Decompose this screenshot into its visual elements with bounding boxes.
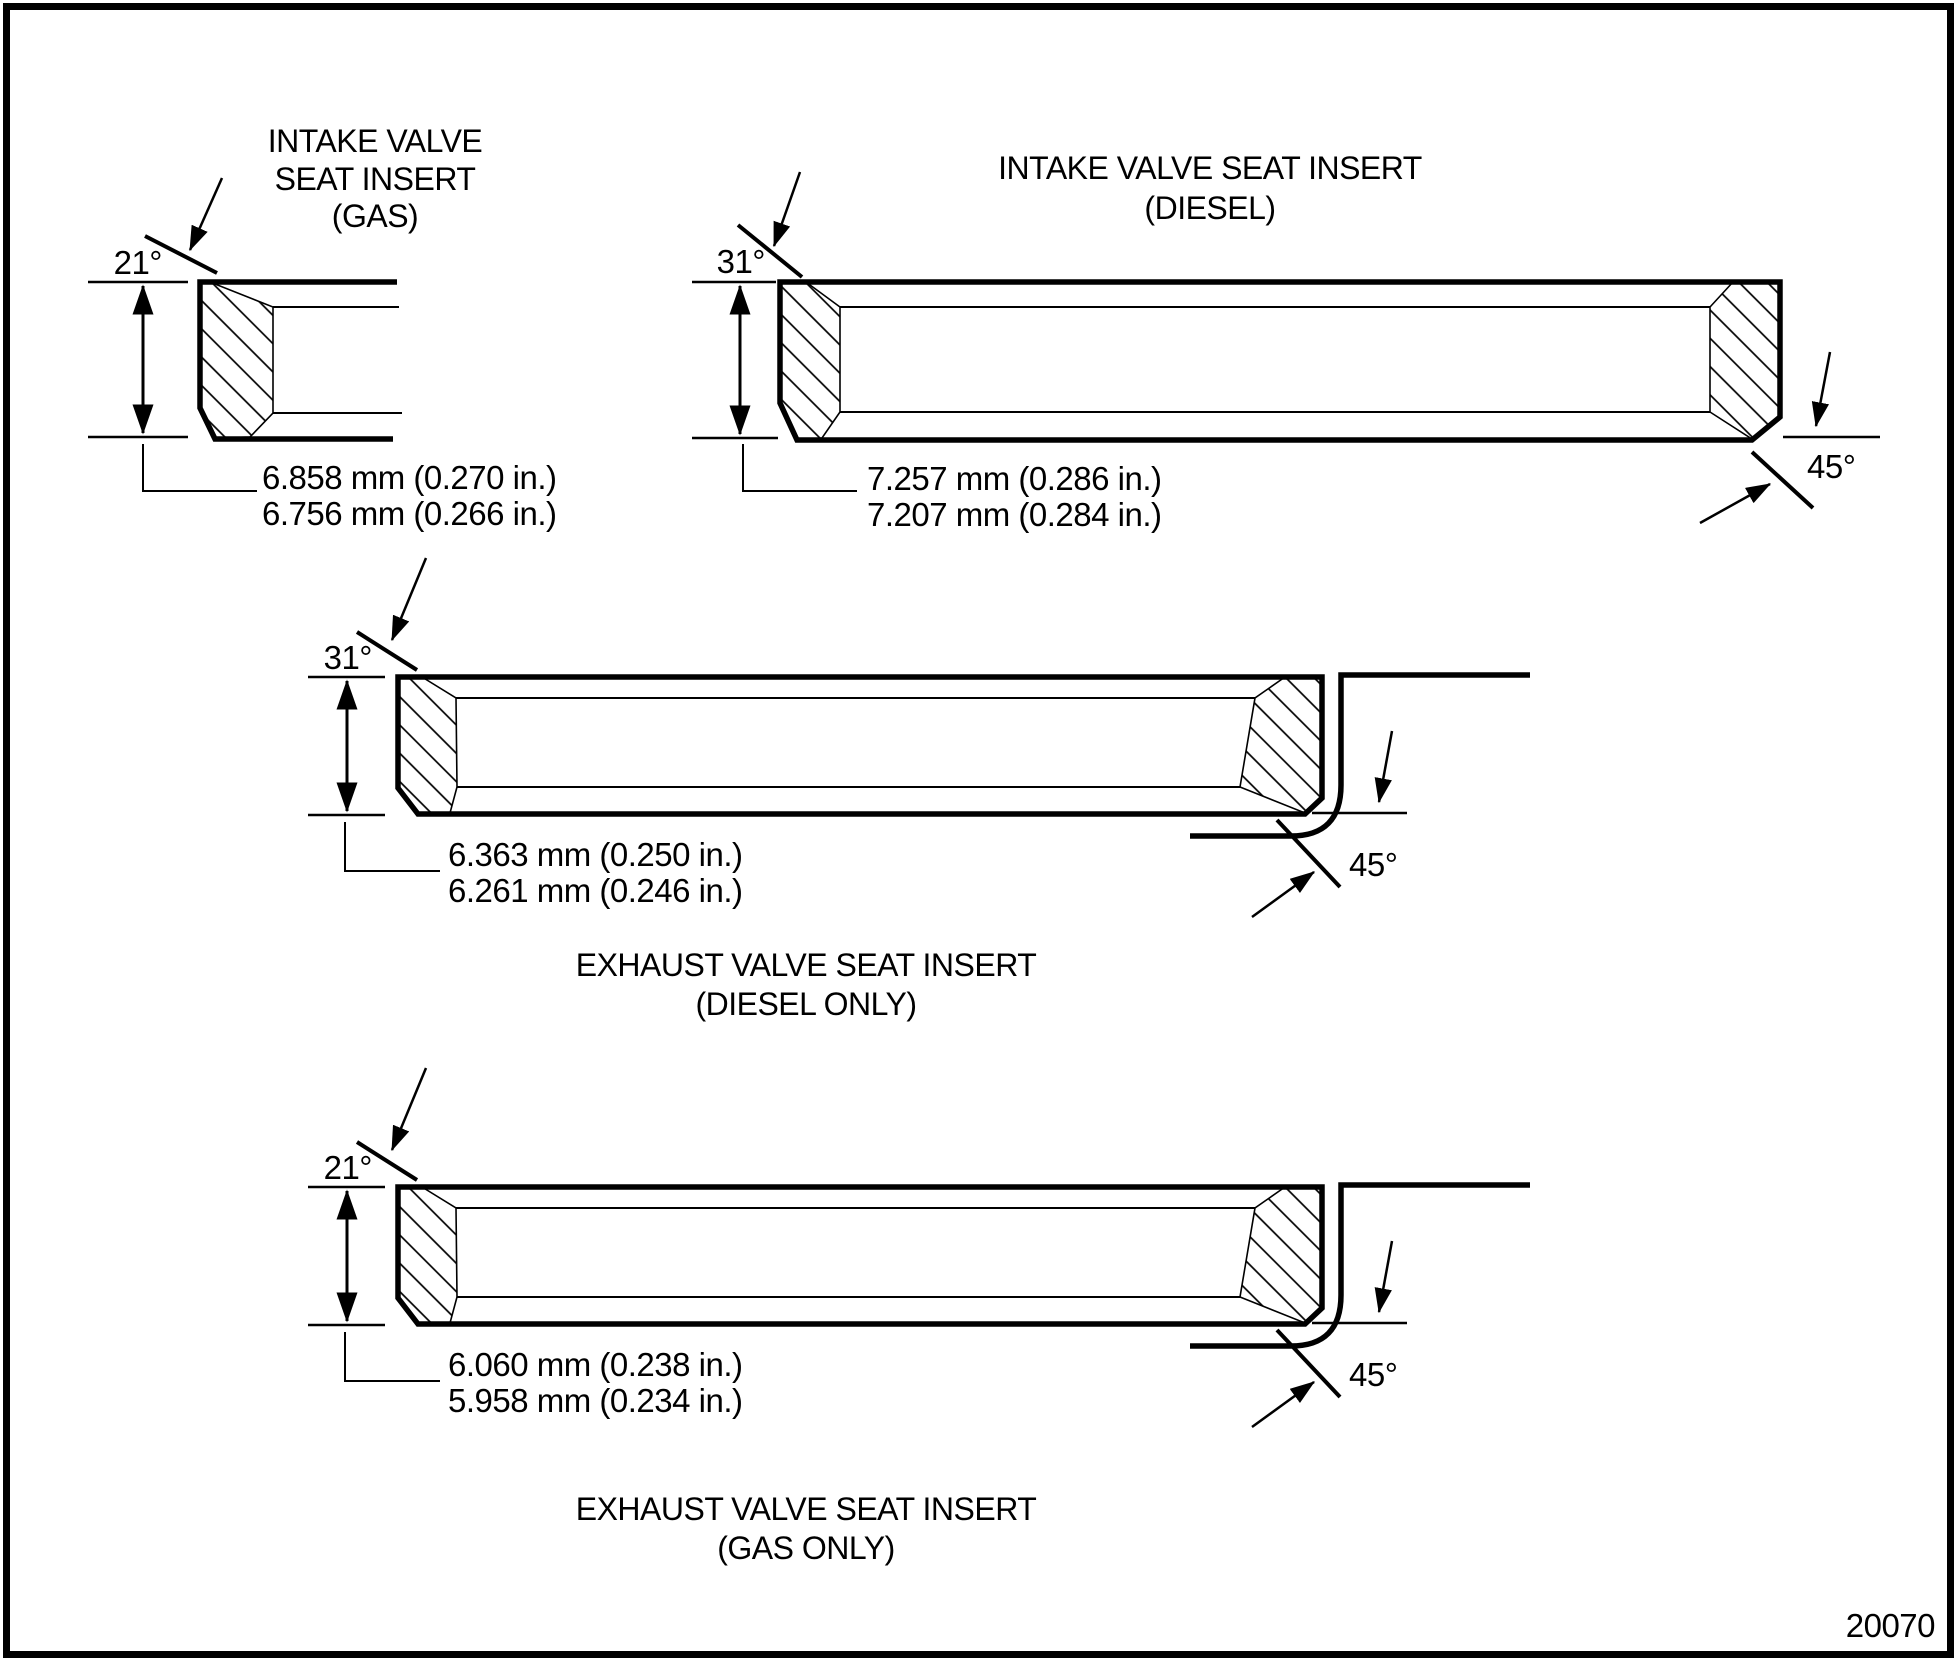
seat-angle-line (736, 223, 804, 279)
leader-line (344, 822, 440, 872)
figure-number: 20070 (1846, 1607, 1935, 1644)
depth-dimension-min: 6.756 mm (0.266 in.) (262, 495, 556, 532)
depth-dimension-min: 5.958 mm (0.234 in.) (448, 1382, 742, 1419)
seat-angle-label: 21° (324, 1149, 372, 1186)
hatched-cross-section (199, 281, 274, 439)
head-pocket-wall (1190, 672, 1530, 839)
seat-angle-arrow-icon (188, 177, 224, 252)
hatched-cross-section-right (1709, 281, 1781, 440)
diagram-diesel-exhaust-labels: EXHAUST VALVE SEAT INSERT (DIESEL ONLY) … (324, 639, 1398, 1022)
chamfer-angle-label: 45° (1807, 448, 1855, 485)
depth-dimension-min: 6.261 mm (0.246 in.) (448, 872, 742, 909)
diagram-title-line2: SEAT INSERT (275, 161, 476, 197)
chamfer-angle-line (1275, 818, 1342, 889)
hatched-cross-section-left (397, 676, 458, 815)
chamfer-arrow-up-icon (1699, 482, 1772, 525)
chamfer-angle-label: 45° (1349, 1356, 1397, 1393)
hatched-cross-section-left (779, 281, 841, 441)
depth-dimension-max: 6.363 mm (0.250 in.) (448, 836, 742, 873)
diagram-title-line1: EXHAUST VALVE SEAT INSERT (576, 1491, 1037, 1527)
seat-angle-arrow-icon (390, 557, 428, 642)
chamfer-angle-line (1750, 450, 1815, 510)
leader-line (142, 444, 257, 492)
diagram-title-line3: (GAS) (332, 198, 418, 234)
chamfer-angle-label: 45° (1349, 846, 1397, 883)
depth-dimension-max: 7.257 mm (0.286 in.) (867, 460, 1161, 497)
insert-outline (777, 279, 1783, 443)
diagram-title-line2: (DIESEL) (1144, 190, 1275, 226)
page-border (3, 3, 1954, 1658)
depth-dimension-max: 6.060 mm (0.238 in.) (448, 1346, 742, 1383)
depth-dimension-max: 6.858 mm (0.270 in.) (262, 459, 556, 496)
diagram-title-line1: INTAKE VALVE (268, 123, 483, 159)
seat-angle-label: 31° (324, 639, 372, 676)
chamfer-arrow-up-icon (1251, 870, 1316, 919)
chamfer-arrow-down-icon (1811, 351, 1832, 428)
depth-dimension-min: 7.207 mm (0.284 in.) (867, 496, 1161, 533)
exhaust-insert-geometry (308, 557, 1530, 919)
diagram-title-line2: (DIESEL ONLY) (695, 986, 916, 1022)
leader-line (742, 444, 857, 492)
seat-angle-line (355, 630, 419, 672)
chamfer-arrow-down-icon (1374, 730, 1394, 804)
diagram-gas-exhaust-labels: EXHAUST VALVE SEAT INSERT (GAS ONLY) 21°… (324, 1149, 1398, 1566)
diagram-gas-intake: INTAKE VALVE SEAT INSERT (GAS) 21° 6.858… (88, 123, 557, 532)
diagram-diesel-intake: INTAKE VALVE SEAT INSERT (DIESEL) 31° 45… (692, 150, 1880, 533)
seat-angle-arrow-icon (772, 171, 802, 248)
seat-angle-label: 31° (717, 243, 765, 280)
diagram-title-line1: EXHAUST VALVE SEAT INSERT (576, 947, 1037, 983)
diagram-title-line1: INTAKE VALVE SEAT INSERT (998, 150, 1422, 186)
seat-angle-label: 21° (114, 244, 162, 281)
seat-angle-line (144, 234, 218, 275)
diagram-title-line2: (GAS ONLY) (717, 1530, 895, 1566)
